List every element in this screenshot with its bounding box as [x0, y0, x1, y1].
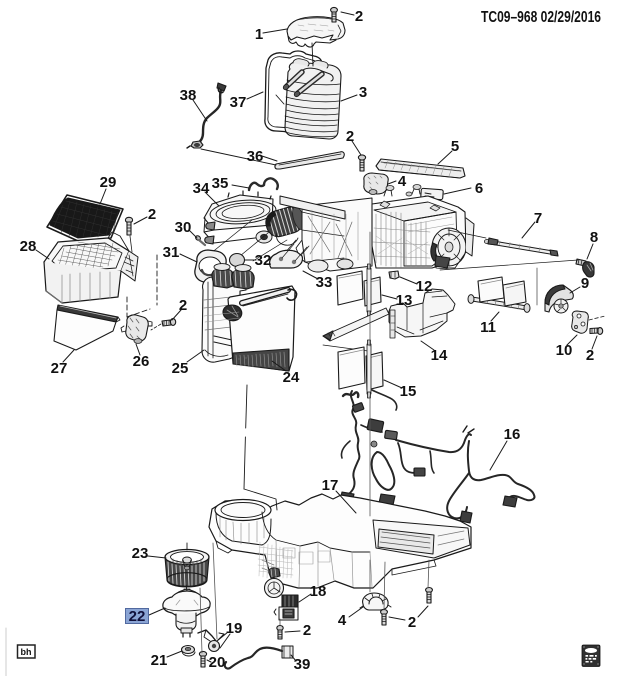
svg-text:26: 26	[133, 353, 150, 370]
svg-text:2: 2	[179, 297, 187, 314]
svg-text:28: 28	[20, 238, 37, 255]
svg-text:34: 34	[193, 180, 210, 197]
svg-text:7: 7	[534, 210, 542, 227]
svg-text:8: 8	[590, 229, 598, 246]
svg-text:TC09–968 02/29/2016: TC09–968 02/29/2016	[481, 9, 601, 26]
svg-text:32: 32	[255, 252, 272, 269]
svg-text:19: 19	[226, 620, 243, 637]
svg-text:12: 12	[416, 278, 433, 295]
svg-text:23: 23	[132, 545, 149, 562]
svg-text:22: 22	[129, 608, 146, 625]
svg-text:39: 39	[294, 656, 311, 673]
svg-text:2: 2	[586, 347, 594, 364]
svg-text:2: 2	[346, 128, 354, 145]
svg-text:25: 25	[172, 360, 189, 377]
svg-text:38: 38	[180, 87, 197, 104]
svg-text:3: 3	[359, 84, 367, 101]
svg-text:30: 30	[175, 219, 192, 236]
svg-text:24: 24	[283, 369, 300, 386]
svg-text:2: 2	[148, 206, 156, 223]
svg-text:37: 37	[230, 94, 247, 111]
svg-text:20: 20	[209, 654, 226, 671]
svg-text:27: 27	[51, 360, 68, 377]
svg-text:6: 6	[475, 180, 483, 197]
svg-text:bh: bh	[21, 647, 32, 657]
svg-text:5: 5	[451, 138, 459, 155]
svg-text:17: 17	[322, 477, 339, 494]
svg-text:9: 9	[581, 275, 589, 292]
svg-text:1: 1	[255, 26, 263, 43]
svg-text:11: 11	[480, 319, 496, 336]
svg-text:31: 31	[163, 244, 180, 261]
svg-text:4: 4	[398, 173, 407, 190]
svg-text:35: 35	[212, 175, 229, 192]
svg-text:33: 33	[316, 274, 333, 291]
svg-text:13: 13	[396, 292, 413, 309]
svg-text:2: 2	[303, 622, 311, 639]
svg-text:15: 15	[400, 383, 417, 400]
svg-text:4: 4	[338, 612, 347, 629]
svg-text:29: 29	[100, 174, 117, 191]
svg-text:14: 14	[431, 347, 448, 364]
svg-text:18: 18	[310, 583, 327, 600]
svg-text:36: 36	[247, 148, 264, 165]
svg-text:2: 2	[355, 8, 363, 25]
svg-text:21: 21	[151, 652, 168, 669]
svg-text:16: 16	[504, 426, 521, 443]
svg-text:10: 10	[556, 342, 573, 359]
svg-text:2: 2	[408, 614, 416, 631]
